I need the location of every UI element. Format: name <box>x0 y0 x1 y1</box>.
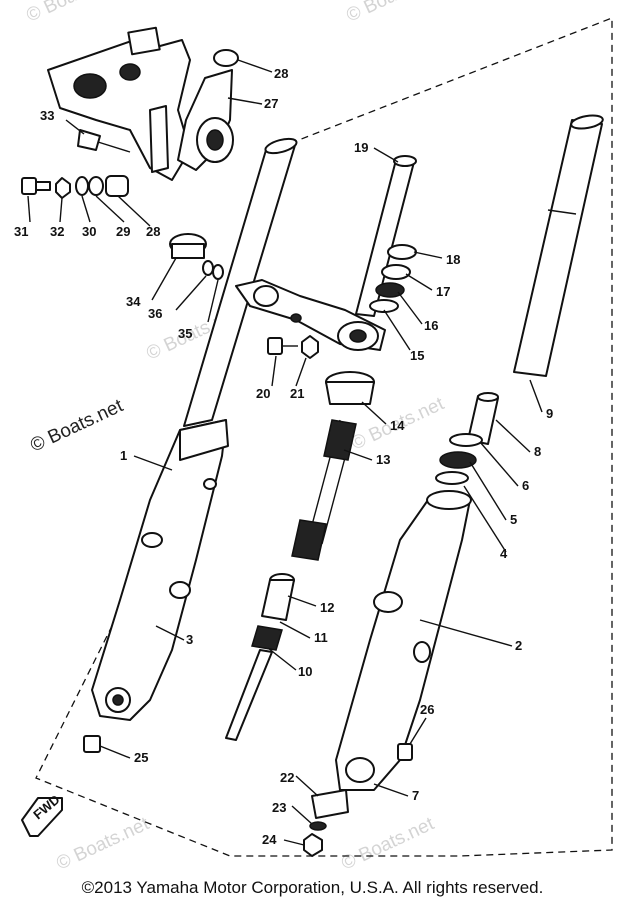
nut-24 <box>303 833 323 857</box>
callout-11: 11 <box>314 630 328 645</box>
damper-rod <box>225 573 295 741</box>
washer-36 <box>202 260 214 276</box>
callout-8: 8 <box>534 444 541 459</box>
watermark: © Boats.net <box>53 813 153 874</box>
watermark-main: © Boats.net <box>27 395 127 456</box>
callout-13: 13 <box>376 452 390 467</box>
inner-tube-right <box>513 114 604 377</box>
nut-21 <box>301 335 319 359</box>
callout-28-top: 28 <box>274 66 288 81</box>
cap-34-body <box>171 243 205 259</box>
callout-26: 26 <box>420 702 434 717</box>
rubber-grommet <box>213 49 239 67</box>
outer-tube-left <box>91 419 229 721</box>
washer-4 <box>435 471 469 485</box>
callout-32: 32 <box>50 224 64 239</box>
callout-15: 15 <box>410 348 424 363</box>
washer-30 <box>75 176 89 196</box>
callout-7: 7 <box>412 788 419 803</box>
axle-holder-22 <box>311 789 349 819</box>
steering-stem <box>355 155 417 317</box>
callout-22: 22 <box>280 770 294 785</box>
bearing-16 <box>375 282 405 298</box>
inner-tube-left <box>183 137 298 427</box>
under-bracket <box>235 279 386 351</box>
callout-2: 2 <box>515 638 522 653</box>
callout-35: 35 <box>178 326 192 341</box>
callout-14: 14 <box>390 418 405 433</box>
callout-30: 30 <box>82 224 96 239</box>
outer-tube-right <box>335 490 472 791</box>
callout-19: 19 <box>354 140 368 155</box>
callout-28-collar: 28 <box>146 224 160 239</box>
callout-24: 24 <box>262 832 277 847</box>
callout-36: 36 <box>148 306 162 321</box>
callout-29: 29 <box>116 224 130 239</box>
callout-18: 18 <box>446 252 460 267</box>
leader-lines <box>27 59 543 846</box>
callout-16: 16 <box>424 318 438 333</box>
callout-20: 20 <box>256 386 270 401</box>
callout-21: 21 <box>290 386 304 401</box>
callout-10: 10 <box>298 664 312 679</box>
callout-31: 31 <box>14 224 28 239</box>
callout-1: 1 <box>120 448 127 463</box>
callout-4: 4 <box>500 546 508 561</box>
collar-28 <box>105 175 129 197</box>
bolt-31 <box>21 177 51 195</box>
callout-33: 33 <box>40 108 54 123</box>
handlebar-holder-bracket <box>47 26 191 181</box>
callout-27: 27 <box>264 96 278 111</box>
watermark: © Boats.net <box>23 0 123 27</box>
circlip-6 <box>449 433 483 447</box>
bolt-20 <box>267 337 283 355</box>
watermark: © Boats.net <box>343 0 443 27</box>
bolt-33 <box>77 129 131 153</box>
copyright-notice: ©2013 Yamaha Motor Corporation, U.S.A. A… <box>81 878 544 897</box>
callout-34: 34 <box>126 294 141 309</box>
fork-spring <box>291 419 357 561</box>
headlight-stay <box>177 69 234 171</box>
washer-29 <box>88 176 104 196</box>
assembly-boundary <box>35 17 613 857</box>
race-15 <box>369 299 399 313</box>
callout-23: 23 <box>272 800 286 815</box>
cover-18 <box>387 244 417 260</box>
slide-metal-8 <box>467 392 499 445</box>
callout-12: 12 <box>320 600 334 615</box>
callout-6: 6 <box>522 478 529 493</box>
cover-14 <box>325 371 375 405</box>
washer-23 <box>309 821 327 831</box>
callout-17: 17 <box>436 284 450 299</box>
callout-5: 5 <box>510 512 517 527</box>
seal-5 <box>439 451 477 469</box>
fwd-arrow-icon: FWD <box>21 792 63 837</box>
race-17 <box>381 264 411 280</box>
watermark: © Boats.net <box>338 813 438 874</box>
drain-bolt-25 <box>83 735 101 753</box>
callout-9: 9 <box>546 406 553 421</box>
nut-32 <box>55 177 71 199</box>
bolt-26 <box>397 743 413 761</box>
callout-25: 25 <box>134 750 148 765</box>
washer-35 <box>212 264 224 280</box>
callout-3: 3 <box>186 632 193 647</box>
